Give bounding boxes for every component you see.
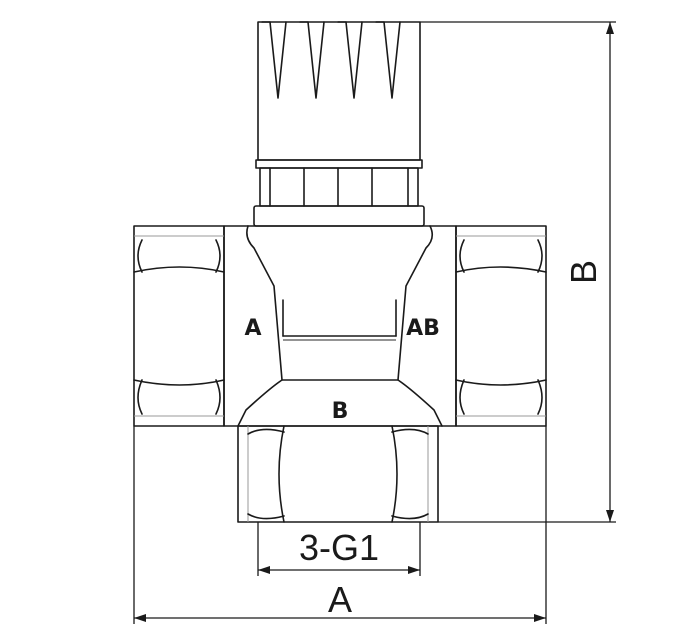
height-label: B	[563, 260, 604, 284]
port-ab-label: AB	[406, 316, 440, 341]
width-dimension	[133, 426, 547, 624]
right-hex-nut	[455, 225, 547, 427]
thread-label: 3-G1	[299, 527, 379, 568]
thread-dimension	[257, 522, 421, 576]
bottom-hex-nut	[237, 425, 439, 523]
width-label: A	[328, 579, 352, 620]
height-dimension	[420, 21, 616, 523]
actuator-head	[257, 21, 421, 161]
port-b-label: B	[332, 399, 349, 424]
collar-ring	[253, 159, 425, 227]
left-hex-nut	[133, 225, 225, 427]
port-a-label: A	[244, 316, 261, 341]
